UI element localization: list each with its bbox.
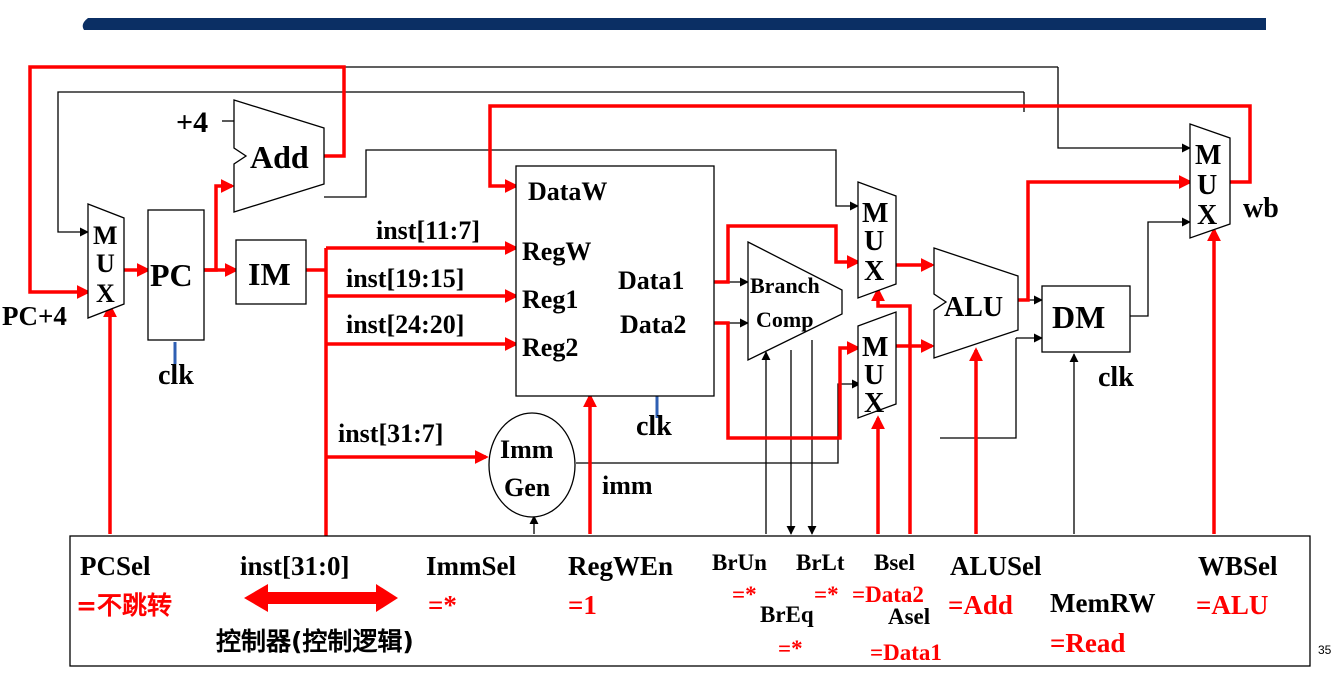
clk-dm-label: clk: [1098, 362, 1134, 393]
im-block: [235, 239, 307, 305]
pc-mux-label-x: X: [96, 279, 115, 308]
imm-gen-label-2: Gen: [504, 473, 551, 502]
alusel-label: ALUSel: [950, 551, 1042, 581]
asel-value: =Data1: [870, 640, 942, 665]
inst-19-15-label: inst[19:15]: [346, 264, 464, 293]
pc-label: PC: [150, 257, 193, 293]
plus4-label: +4: [176, 106, 208, 139]
dm-block: [1041, 285, 1131, 353]
b-mux-label-m: M: [862, 332, 888, 363]
data1-label: Data1: [618, 266, 684, 295]
b-mux: [857, 311, 897, 419]
brlt-value: =*: [814, 582, 839, 607]
add-label: Add: [250, 139, 309, 175]
a-mux-label-u: U: [864, 226, 884, 257]
branch-comp: [747, 240, 843, 362]
page-number: 35: [1318, 643, 1332, 657]
wbsel-label: WBSel: [1198, 551, 1278, 581]
pcsel-label: PCSel: [80, 551, 151, 581]
wb-mux-label-m: M: [1195, 140, 1221, 171]
reg1-label: Reg1: [522, 285, 578, 314]
inst-double-arrow: [244, 584, 398, 612]
branch-label: Branch: [750, 273, 820, 298]
alu-label: ALU: [944, 292, 1003, 323]
brun-label: BrUn: [712, 550, 767, 575]
memrw-label: MemRW: [1050, 588, 1156, 618]
black-wires: [57, 66, 1191, 535]
wbsel-value: =ALU: [1196, 590, 1268, 620]
pc-register: [147, 209, 205, 341]
memrw-value: =Read: [1050, 628, 1125, 658]
clk-reg-label: clk: [636, 411, 672, 442]
wb-mux-label-u: U: [1197, 170, 1217, 201]
brun-value: =*: [732, 582, 757, 607]
pc-mux-label-u: U: [96, 249, 115, 278]
a-mux: [857, 181, 897, 299]
pcsel-value: =不跳转: [76, 591, 172, 620]
clk-pc-label: clk: [158, 360, 194, 391]
pc-plus4-label: PC+4: [2, 301, 67, 331]
pc-mux-label-m: M: [93, 221, 118, 250]
inst-31-7-label: inst[31:7]: [338, 419, 443, 448]
pc-mux: [87, 203, 125, 319]
inst-11-7-label: inst[11:7]: [376, 216, 480, 245]
header-banner: [82, 18, 1267, 30]
wb-mux-label-x: X: [1197, 200, 1217, 231]
asel-label: Asel: [888, 604, 930, 629]
breq-value: =*: [778, 636, 803, 661]
alu-block: [933, 247, 1019, 359]
reg2-label: Reg2: [522, 333, 578, 362]
imm-gen: [488, 412, 576, 518]
wb-mux: [1189, 123, 1231, 239]
add-block: [233, 99, 325, 213]
bsel-value: =Data2: [852, 582, 924, 607]
im-label: IM: [248, 256, 291, 292]
bsel-label: Bsel: [874, 550, 915, 575]
datab-label: DataW: [528, 177, 607, 206]
breq-label: BrEq: [760, 602, 814, 627]
a-mux-label-x: X: [864, 256, 884, 287]
inst-24-20-label: inst[24:20]: [346, 310, 464, 339]
immsel-label: ImmSel: [426, 551, 516, 581]
alusel-value: =Add: [948, 590, 1013, 620]
a-mux-label-m: M: [862, 198, 888, 229]
immsel-value: =*: [428, 590, 457, 620]
regw-label: RegW: [522, 237, 591, 266]
data2-label: Data2: [620, 310, 686, 339]
b-mux-label-u: U: [864, 360, 884, 391]
dm-label: DM: [1052, 299, 1105, 335]
comp-label: Comp: [756, 307, 813, 332]
brlt-label: BrLt: [796, 550, 845, 575]
wb-label: wb: [1243, 193, 1279, 224]
inst-31-0-label: inst[31:0]: [240, 551, 350, 581]
red-wires: [28, 65, 1252, 536]
register-file: [515, 165, 715, 397]
imm-label: imm: [602, 471, 653, 500]
regwen-value: =1: [568, 590, 597, 620]
regwen-label: RegWEn: [568, 551, 673, 581]
imm-gen-label-1: Imm: [500, 435, 554, 464]
control-title: 控制器(控制逻辑): [216, 627, 414, 656]
b-mux-label-x: X: [864, 388, 884, 419]
